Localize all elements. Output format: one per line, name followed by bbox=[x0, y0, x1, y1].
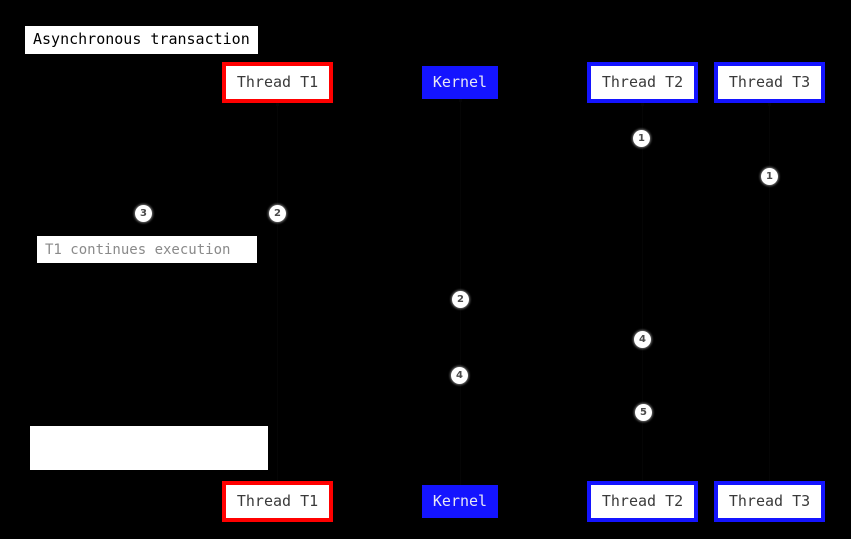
lifeline-label: Thread T1 bbox=[236, 73, 319, 91]
lifeline-foot-t2[interactable]: Thread T2 bbox=[587, 481, 698, 522]
step-marker-1-t2: 1 bbox=[633, 130, 650, 147]
lifeline-label: Thread T3 bbox=[728, 492, 811, 510]
lifeline-label: Kernel bbox=[432, 73, 488, 91]
step-marker-3-t1: 3 bbox=[135, 205, 152, 222]
lifeline-tick-t2 bbox=[641, 103, 644, 106]
lifeline-tick-kernel bbox=[459, 99, 462, 102]
note-t1-continues: T1 continues execution bbox=[37, 236, 257, 263]
lifeline-head-t2[interactable]: Thread T2 bbox=[587, 62, 698, 103]
step-marker-5-t2: 5 bbox=[635, 404, 652, 421]
step-marker-2-t1: 2 bbox=[269, 205, 286, 222]
note-text: T1 continues execution bbox=[45, 241, 231, 258]
lifeline-foot-t1[interactable]: Thread T1 bbox=[222, 481, 333, 522]
lifeline-label: Thread T2 bbox=[601, 492, 684, 510]
lifeline-tick-t1 bbox=[276, 103, 279, 106]
note-blank bbox=[30, 426, 268, 470]
lifeline-foot-t3[interactable]: Thread T3 bbox=[714, 481, 825, 522]
lifeline-tick-t3 bbox=[768, 103, 771, 106]
lifeline-foot-kernel[interactable]: Kernel bbox=[422, 485, 498, 518]
step-marker-4-kernel: 4 bbox=[451, 367, 468, 384]
lifeline-head-kernel[interactable]: Kernel bbox=[422, 66, 498, 99]
lifeline-t2 bbox=[642, 103, 643, 481]
diagram-title: Asynchronous transaction bbox=[25, 26, 258, 54]
lifeline-label: Thread T3 bbox=[728, 73, 811, 91]
lifeline-label: Thread T2 bbox=[601, 73, 684, 91]
lifeline-head-t3[interactable]: Thread T3 bbox=[714, 62, 825, 103]
step-marker-2-kernel: 2 bbox=[452, 291, 469, 308]
lifeline-t3 bbox=[769, 103, 770, 481]
lifeline-label: Thread T1 bbox=[236, 492, 319, 510]
lifeline-label: Kernel bbox=[432, 492, 488, 510]
lifeline-t1 bbox=[277, 103, 278, 481]
step-marker-4-t2: 4 bbox=[634, 331, 651, 348]
step-marker-1-t3: 1 bbox=[761, 168, 778, 185]
lifeline-head-t1[interactable]: Thread T1 bbox=[222, 62, 333, 103]
